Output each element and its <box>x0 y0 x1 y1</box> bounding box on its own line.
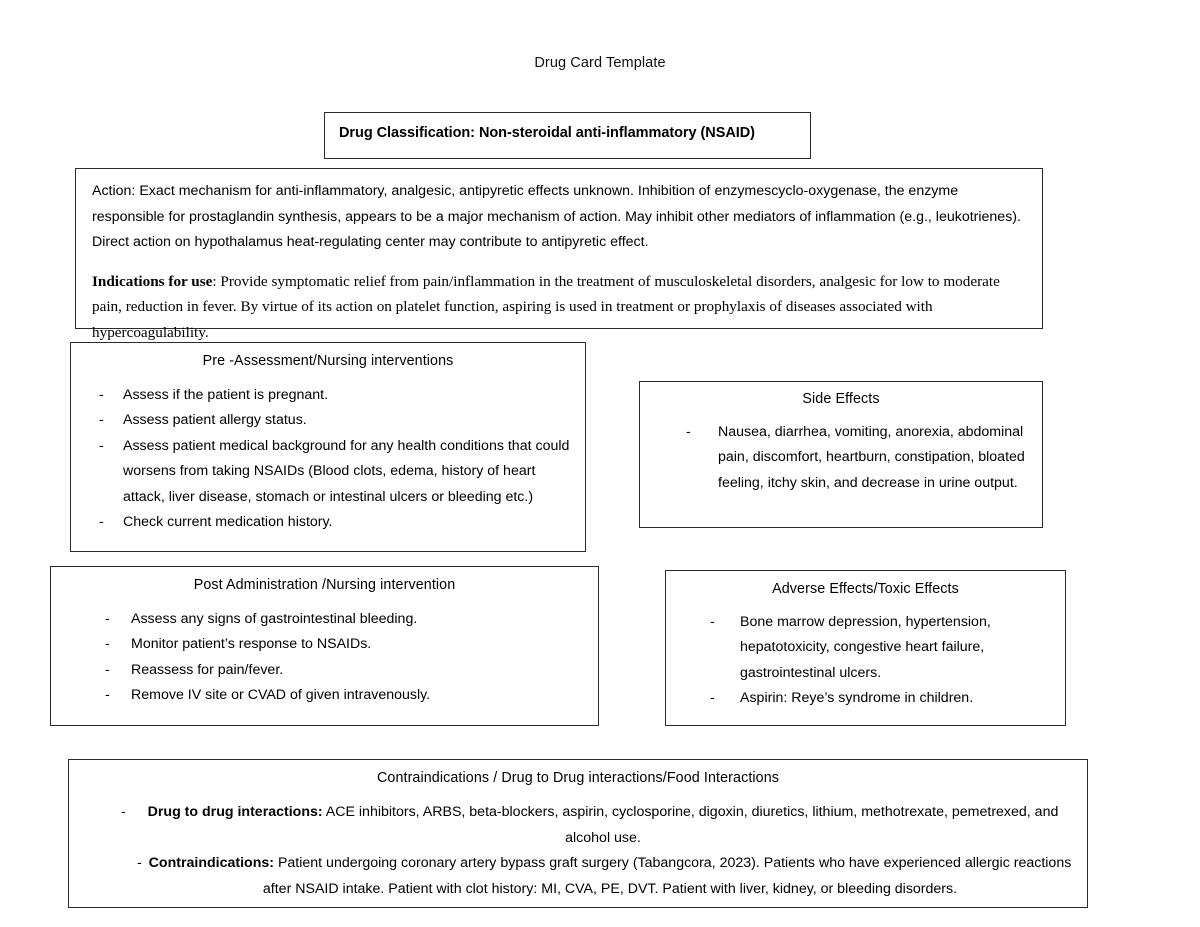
pre-assessment-list: Assess if the patient is pregnant. Asses… <box>79 383 577 536</box>
action-label: Action: <box>92 183 136 199</box>
list-item: Monitor patient’s response to NSAIDs. <box>59 632 590 658</box>
list-item: Drug to drug interactions: ACE inhibitor… <box>79 800 1077 851</box>
side-effects-list: Nausea, diarrhea, vomiting, anorexia, ab… <box>648 420 1034 496</box>
adverse-effects-title: Adverse Effects/Toxic Effects <box>772 581 959 597</box>
side-effects-box: Side Effects Nausea, diarrhea, vomiting,… <box>639 381 1043 528</box>
drug-classification-text: Drug Classification: Non-steroidal anti-… <box>339 125 755 141</box>
list-item: Remove IV site or CVAD of given intraven… <box>59 683 590 709</box>
indications-paragraph: Indications for use: Provide symptomatic… <box>92 269 1026 346</box>
list-item: Assess patient medical background for an… <box>79 434 577 510</box>
contraindications-box: Contraindications / Drug to Drug interac… <box>68 759 1088 908</box>
adverse-effects-list: Bone marrow depression, hypertension, he… <box>674 610 1057 712</box>
list-item: Check current medication history. <box>79 510 577 536</box>
post-administration-box: Post Administration /Nursing interventio… <box>50 566 599 726</box>
contraindications-text: Patient undergoing coronary artery bypas… <box>262 855 1072 897</box>
post-administration-title: Post Administration /Nursing interventio… <box>193 577 456 593</box>
indications-text: : Provide symptomatic relief from pain/i… <box>92 272 1000 341</box>
side-effects-title: Side Effects <box>802 391 880 407</box>
contraindications-label: Contraindications: <box>148 855 274 872</box>
list-item: Contraindications: Patient undergoing co… <box>79 851 1077 902</box>
pre-assessment-box: Pre -Assessment/Nursing interventions As… <box>70 342 586 552</box>
page-title: Drug Card Template <box>534 55 666 71</box>
indications-label: Indications for use <box>92 272 213 290</box>
drug-interactions-label: Drug to drug interactions: <box>147 804 323 820</box>
list-item: Assess if the patient is pregnant. <box>79 383 577 409</box>
list-item: Nausea, diarrhea, vomiting, anorexia, ab… <box>648 420 1034 496</box>
action-paragraph: Action: Exact mechanism for anti-inflamm… <box>92 179 1026 256</box>
list-item: Reassess for pain/fever. <box>59 658 590 684</box>
list-item: Assess patient allergy status. <box>79 408 577 434</box>
action-text: Exact mechanism for anti-inflammatory, a… <box>92 183 1021 250</box>
list-item: Aspirin: Reye’s syndrome in children. <box>674 686 1057 712</box>
post-administration-list: Assess any signs of gastrointestinal ble… <box>59 607 590 709</box>
list-item: Bone marrow depression, hypertension, he… <box>674 610 1057 686</box>
drug-interactions-text: ACE inhibitors, ARBS, beta-blockers, asp… <box>322 804 1059 846</box>
adverse-effects-box: Adverse Effects/Toxic Effects Bone marro… <box>665 570 1066 726</box>
drug-classification-box: Drug Classification: Non-steroidal anti-… <box>324 112 811 159</box>
list-item: Assess any signs of gastrointestinal ble… <box>59 607 590 633</box>
pre-assessment-title: Pre -Assessment/Nursing interventions <box>202 353 454 369</box>
contraindications-list: Drug to drug interactions: ACE inhibitor… <box>79 800 1077 902</box>
action-indications-box: Action: Exact mechanism for anti-inflamm… <box>75 168 1043 341</box>
contraindications-title: Contraindications / Drug to Drug interac… <box>376 770 780 786</box>
